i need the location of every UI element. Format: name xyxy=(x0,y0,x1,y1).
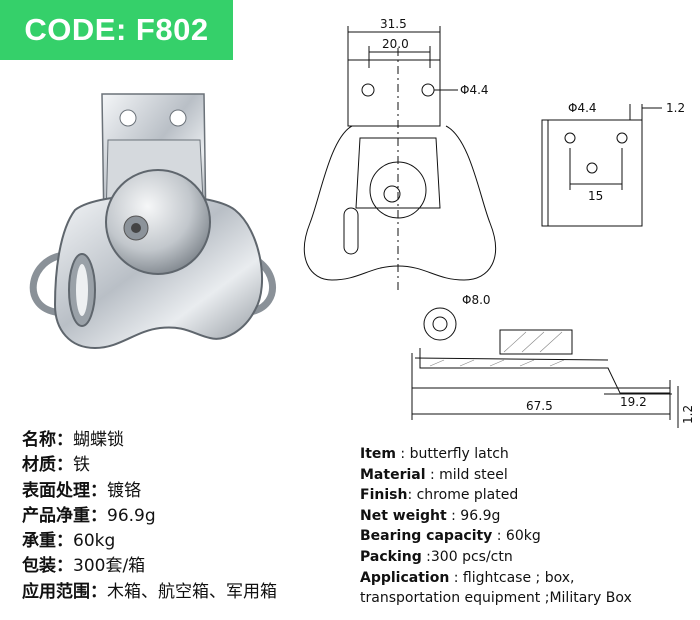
spec-cn-value: 300套/箱 xyxy=(73,556,146,577)
spec-en-label: Application xyxy=(360,569,450,586)
spec-en-application: Application : flightcase ; box, xyxy=(360,568,698,589)
spec-en-label: Item xyxy=(360,446,396,462)
spec-cn-value: 镀铬 xyxy=(107,480,141,501)
spec-en-value: : 96.9g xyxy=(446,507,501,524)
spec-en-finish: Finish: chrome plated xyxy=(360,485,698,506)
dim-pivot: Φ8.0 xyxy=(462,293,491,307)
spec-cn-row: 名称：蝴蝶锁 xyxy=(22,428,352,453)
spec-cn-value: 96.9g xyxy=(107,505,156,526)
product-photo xyxy=(29,93,276,350)
spec-en-application-cont: transportation equipment ;Military Box xyxy=(360,588,698,609)
spec-cn-value: 木箱、航空箱、军用箱 xyxy=(107,581,277,602)
spec-cn-label: 包装： xyxy=(22,556,73,577)
spec-cn-row: 材质：铁 xyxy=(22,453,352,478)
spec-en-value: : flightcase ; box, xyxy=(449,569,575,586)
spec-cn-row: 表面处理：镀铬 xyxy=(22,479,352,504)
spec-cn-label: 承重： xyxy=(22,531,73,552)
spec-cn-row: 应用范围：木箱、航空箱、军用箱 xyxy=(22,580,352,605)
dim-offset: 19.2 xyxy=(620,395,647,409)
spec-cn-value: 60kg xyxy=(73,531,116,552)
spec-cn-value: 铁 xyxy=(73,455,90,476)
spec-cn-value: 蝴蝶锁 xyxy=(73,430,124,450)
spec-en-packing: Packing :300 pcs/ctn xyxy=(360,547,698,568)
dim-thickness-bottom: 1.2 xyxy=(681,405,695,424)
spec-en-weight: Net weight : 96.9g xyxy=(360,506,698,527)
spec-en-value: transportation equipment ;Military Box xyxy=(360,590,632,607)
dim-total-length: 67.5 xyxy=(526,399,553,413)
spec-en-value: : 60kg xyxy=(492,528,541,545)
technical-drawing: 31.5 20.0 Φ4.4 Φ4.4 1.2 15 Φ8.0 19.2 67.… xyxy=(303,17,695,428)
spec-en-value: : mild steel xyxy=(425,466,508,483)
spec-cn-label: 表面处理： xyxy=(22,480,107,501)
spec-cn-row: 承重：60kg xyxy=(22,529,352,554)
spec-en-value: : butterfly latch xyxy=(395,446,509,462)
spec-en-value: :300 pcs/ctn xyxy=(421,548,513,565)
product-code-badge: CODE: F802 xyxy=(0,0,233,60)
dim-width-outer: 31.5 xyxy=(380,17,407,31)
spec-en-material: Material : mild steel xyxy=(360,465,698,486)
spec-en-capacity: Bearing capacity : 60kg xyxy=(360,526,698,547)
spec-cn-label: 材质： xyxy=(22,455,73,476)
spec-en-label: Material xyxy=(360,466,426,483)
spec-en-label: Bearing capacity xyxy=(360,528,493,545)
spec-cn-row: 包装：300套/箱 xyxy=(22,554,352,579)
spec-cn-row: 产品净重：96.9g xyxy=(22,504,352,529)
dim-hole-spacing: 15 xyxy=(588,189,603,203)
dim-thickness-side: 1.2 xyxy=(666,101,685,115)
spec-en-item: Item : butterfly latch xyxy=(360,444,698,465)
spec-cn-label: 应用范围： xyxy=(22,581,107,602)
spec-en-value: : chrome plated xyxy=(407,487,519,504)
spec-en-label: Packing xyxy=(360,548,422,565)
spec-en-label: Net weight xyxy=(360,507,447,524)
spec-en-label: Finish xyxy=(360,487,408,504)
spec-cn-label: 产品净重： xyxy=(22,505,107,526)
spec-list-chinese: 名称：蝴蝶锁 材质：铁 表面处理：镀铬 产品净重：96.9g 承重：60kg 包… xyxy=(22,428,352,605)
spec-cn-label: 名称： xyxy=(22,430,73,450)
dim-hole-top: Φ4.4 xyxy=(460,83,489,97)
dim-hole-side: Φ4.4 xyxy=(568,101,597,115)
dim-width-inner: 20.0 xyxy=(382,37,409,51)
spec-list-english: Item : butterfly latch Material : mild s… xyxy=(360,444,698,609)
